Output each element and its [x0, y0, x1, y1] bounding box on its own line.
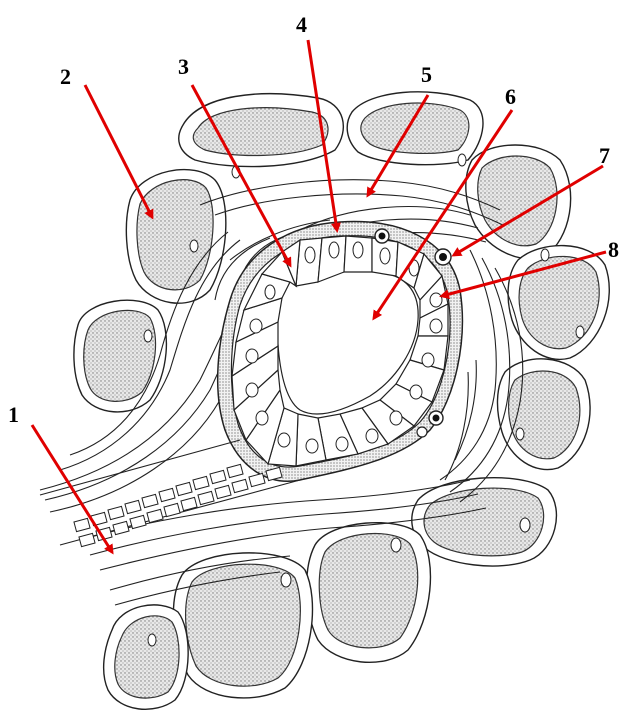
label-6: 6: [505, 84, 516, 109]
duct: [218, 222, 463, 482]
label-3: 3: [178, 54, 189, 79]
outer-cell-cytoplasm: [361, 103, 469, 153]
outer-cell-cytoplasm: [84, 310, 156, 401]
arrow-2: [85, 85, 152, 217]
label-8: 8: [608, 237, 619, 262]
outer-cell-cytoplasm: [137, 180, 213, 290]
label-2: 2: [60, 64, 71, 89]
label-5: 5: [421, 62, 432, 87]
label-1: 1: [8, 402, 19, 427]
dark-nucleus: [439, 253, 447, 261]
small-cell: [417, 427, 427, 437]
label-4: 4: [296, 12, 307, 37]
label-7: 7: [599, 143, 610, 168]
dark-nucleus: [433, 415, 440, 422]
outer-cell-cytoplasm: [319, 534, 417, 648]
dark-nucleus: [379, 233, 386, 240]
